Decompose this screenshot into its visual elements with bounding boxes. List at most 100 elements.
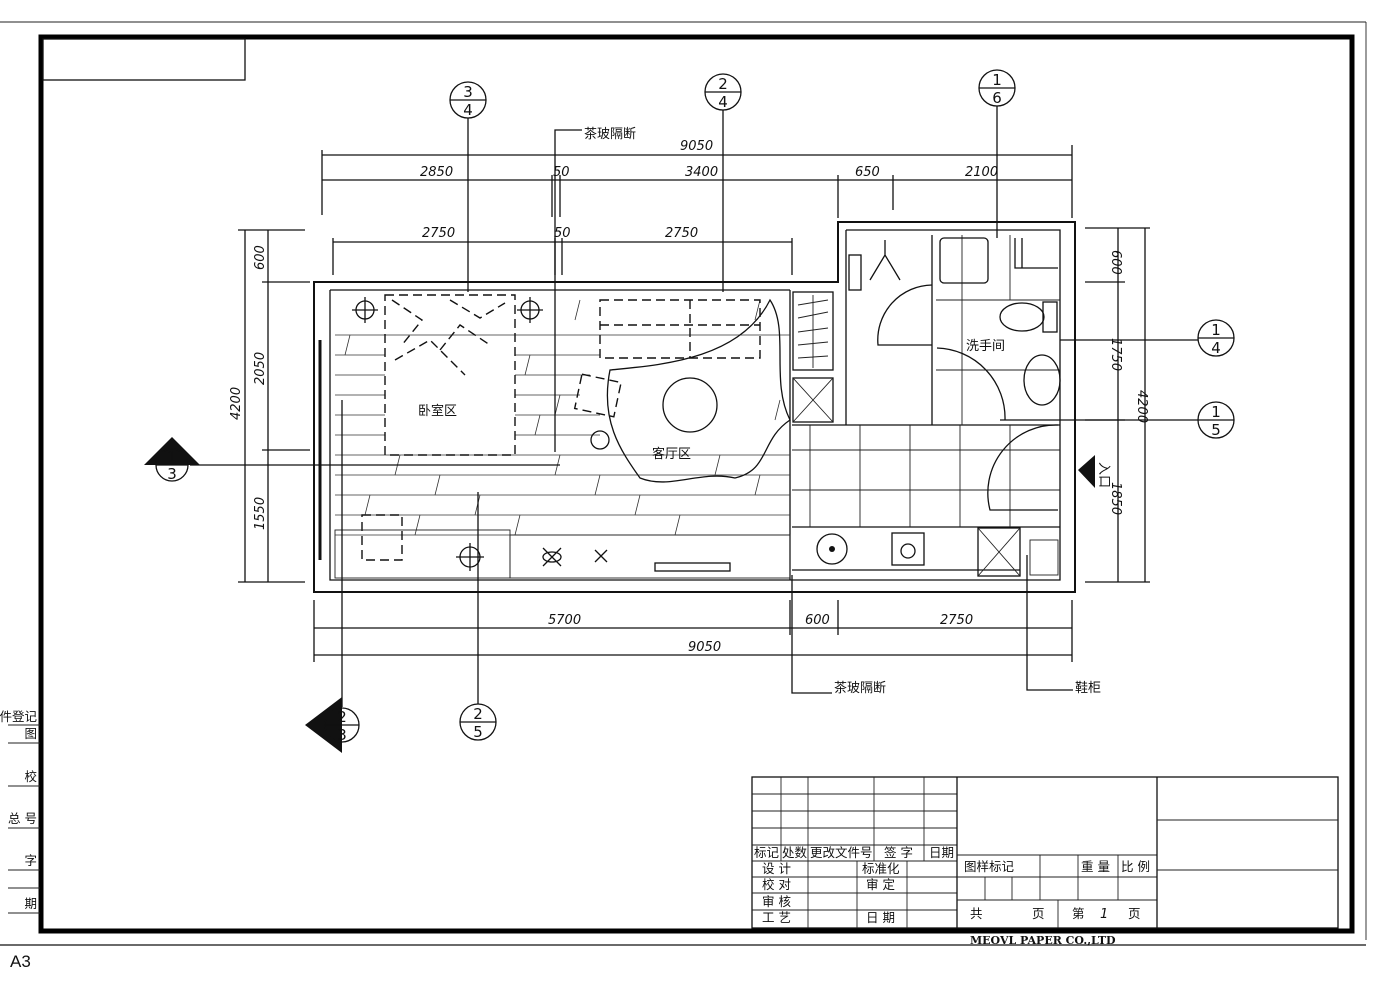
row-label: 日 期 [866, 910, 895, 925]
dim-top: 2850 [420, 165, 453, 180]
svg-text:3: 3 [167, 465, 177, 483]
sheet-size-label: A3 [10, 952, 31, 971]
tv [654, 562, 731, 572]
shower-door-swing [877, 284, 933, 346]
svg-text:6: 6 [992, 89, 1002, 107]
walls [313, 221, 1076, 593]
company-name: MEOVL PAPER CO.,LTD [970, 934, 1116, 947]
dimension-labels: 9050 2850 50 3400 650 2100 2750 50 2750 … [229, 139, 1149, 655]
margin-label: 件登记 [0, 709, 37, 724]
decor-icon [594, 549, 608, 563]
svg-text:2: 2 [718, 75, 728, 93]
decor-icon [542, 547, 562, 567]
marker-1-5: 15 [1197, 401, 1235, 439]
bathroom-door-swing [936, 347, 1006, 421]
coffee-table [662, 377, 718, 433]
room-label-entrance: 入口 [1096, 462, 1111, 488]
dim-top: 2750 [422, 226, 455, 241]
section-markers: 34 24 16 14 15 13 23 25 [144, 69, 1235, 753]
entrance-arrow-icon [1078, 455, 1095, 488]
cabinet [509, 534, 791, 579]
margin-label: 图 [24, 726, 37, 741]
header-mark: 标记 [754, 845, 780, 860]
bed [384, 294, 516, 456]
washing-machine-icon [939, 237, 989, 284]
margin-label: 总 号 [8, 811, 37, 826]
chair [573, 373, 622, 418]
sink-icon [1023, 354, 1061, 406]
annotations: 卧室区 客厅区 洗手间 入口 茶玻隔断 茶玻隔断 鞋柜 [418, 126, 1111, 696]
sink-basin-icon [816, 533, 848, 565]
note-glass-partition: 茶玻隔断 [584, 126, 636, 142]
header-count: 处数 [782, 845, 808, 860]
tv-cabinet [334, 529, 511, 579]
dim-top-total: 9050 [680, 139, 713, 154]
room-label-living: 客厅区 [652, 446, 691, 462]
svg-text:1: 1 [1211, 321, 1221, 339]
dim-left: 2050 [253, 352, 268, 385]
bedside-lamp-icon [352, 297, 378, 323]
svg-text:2: 2 [473, 705, 483, 723]
margin-label: 期 [24, 896, 37, 911]
svg-text:5: 5 [1211, 421, 1221, 439]
row-label: 校 对 [762, 877, 791, 892]
storage-box [792, 377, 834, 423]
desk-chair [361, 514, 403, 561]
header-date: 日期 [929, 845, 954, 860]
svg-text:4: 4 [718, 93, 728, 111]
dim-top: 650 [855, 165, 880, 180]
margin-label: 字 [24, 853, 37, 868]
dim-top: 50 [553, 165, 570, 180]
dim-right: 600 [1108, 250, 1123, 275]
margin-label: 校 [24, 769, 37, 784]
svg-text:3: 3 [337, 726, 347, 744]
marker-1-6: 16 [978, 69, 1016, 107]
bedside-lamp-icon [517, 297, 543, 323]
svg-text:4: 4 [1211, 339, 1221, 357]
room-label-bathroom: 洗手间 [966, 339, 1005, 354]
title-block: 标记 处数 更改文件号 签 字 日期 设 计 标准化 校 对 审 定 审 核 工… [751, 776, 1339, 947]
svg-text:5: 5 [473, 723, 483, 741]
marker-2-3: 23 [305, 697, 360, 753]
note-shoe-cabinet: 鞋柜 [1075, 680, 1101, 696]
floor-tile-pattern [792, 235, 1060, 527]
weight-label: 重 量 [1081, 859, 1110, 874]
dim-bottom: 5700 [548, 613, 581, 628]
marker-1-3: 13 [144, 437, 200, 483]
dim-left: 600 [253, 245, 268, 270]
stove-icon [891, 532, 925, 566]
shower-icon [869, 240, 901, 281]
row-label: 工 艺 [762, 910, 791, 925]
note-glass-partition: 茶玻隔断 [834, 680, 886, 696]
lamp-icon [456, 543, 484, 571]
page-unit: 页 [1032, 906, 1045, 921]
entrance-door-swing [987, 424, 1059, 511]
svg-text:3: 3 [463, 83, 473, 101]
drawing-mark-label: 图样标记 [964, 859, 1015, 874]
room-label-bedroom: 卧室区 [418, 403, 457, 419]
svg-text:1: 1 [992, 71, 1002, 89]
dim-top: 2100 [965, 165, 998, 180]
page-no-label: 第 [1072, 906, 1085, 921]
row-label: 审 定 [866, 877, 895, 892]
dim-right: 1850 [1108, 482, 1123, 515]
left-margin-table: 件登记 图 校 总 号 字 期 A3 [0, 709, 40, 971]
dimensions [238, 145, 1150, 662]
svg-text:1: 1 [167, 448, 177, 466]
header-doc-no: 更改文件号 [810, 845, 873, 860]
marker-1-4: 14 [1197, 319, 1235, 357]
header-signature: 签 字 [884, 845, 913, 860]
dim-bottom: 2750 [940, 613, 973, 628]
row-label: 标准化 [862, 861, 900, 876]
wardrobe-rail [792, 291, 834, 371]
dim-right: 1750 [1108, 338, 1123, 371]
svg-text:1: 1 [1211, 403, 1221, 421]
shower-seat [848, 254, 862, 291]
dim-bottom-total: 9050 [688, 640, 721, 655]
sheet-frame [0, 21, 1367, 946]
shelf [1014, 238, 1058, 269]
row-label: 设 计 [762, 861, 791, 876]
floor-lamp-icon [590, 430, 610, 450]
page-unit: 页 [1128, 906, 1141, 921]
shoe-cabinet [977, 527, 1021, 577]
